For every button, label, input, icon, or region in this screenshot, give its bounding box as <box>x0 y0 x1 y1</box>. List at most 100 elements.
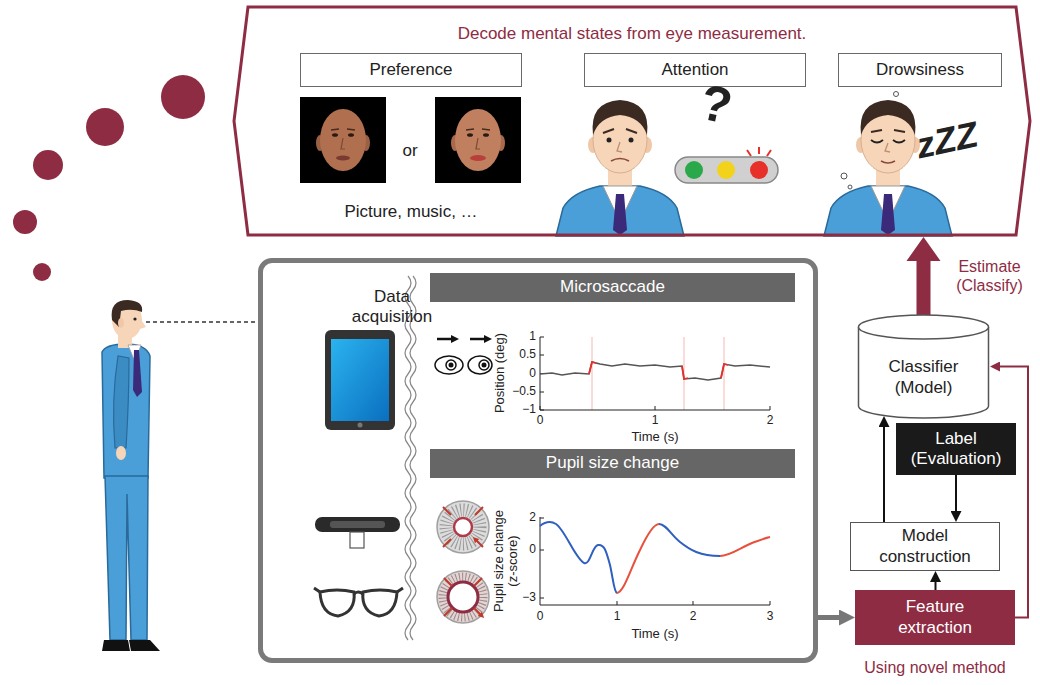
standing-man <box>105 476 148 640</box>
tablet-device <box>325 330 395 430</box>
category-box: Preference <box>300 53 522 87</box>
pupil-chart <box>540 517 770 605</box>
eye-tracker-glasses <box>354 592 363 594</box>
standing-man <box>146 321 255 323</box>
face-picture-b <box>476 138 480 149</box>
axis-title: Position (deg) <box>493 333 508 413</box>
microsaccade-chart <box>540 362 770 380</box>
axis-title: Time (s) <box>631 430 678 445</box>
model-cylinder: Classifier (Model) <box>857 313 990 420</box>
pupil-chart <box>540 517 770 605</box>
face-picture-a <box>300 97 386 183</box>
pupil-chart <box>659 524 720 556</box>
pupil-chart <box>617 524 659 593</box>
cylinder-outline <box>859 327 989 418</box>
drowsy-man <box>881 161 895 163</box>
traffic-light <box>685 161 703 179</box>
category-label: Drowsiness <box>876 60 964 80</box>
face-picture-b <box>483 133 489 137</box>
flow-arrow <box>818 615 839 620</box>
axis-title: Pupil size change (z-score) <box>492 505 520 617</box>
eye-tracker-glasses <box>363 590 397 616</box>
category-box: Attention <box>584 53 806 87</box>
attention-man <box>613 194 627 235</box>
banner-title: Decode mental states from eye measuremen… <box>232 24 1032 44</box>
drowsy-man <box>885 143 890 152</box>
standing-man <box>112 301 142 339</box>
thought-bubbles <box>86 108 124 146</box>
box-label: Model construction <box>869 526 981 567</box>
tick-label: −3 <box>522 591 536 605</box>
face-picture-b <box>455 109 501 171</box>
axis-title: Time (s) <box>631 627 678 642</box>
microsaccade-icons <box>446 360 456 370</box>
eye-tracker-bar <box>330 521 385 528</box>
microsaccade-icons <box>468 356 492 374</box>
attention-man <box>556 186 684 236</box>
thought-bubbles <box>161 75 205 119</box>
acquisition-panel: Data acquisitionMicrosaccadePupil size c… <box>258 258 818 663</box>
pupil-icons <box>437 501 489 553</box>
microsaccade-icons <box>435 356 463 374</box>
tick-label: 0 <box>537 414 544 428</box>
microsaccade-icons <box>479 360 489 370</box>
tick-label: 0 <box>529 543 536 557</box>
microsaccade-chart <box>540 337 770 410</box>
standing-man <box>118 318 124 328</box>
eye-tracker-bar <box>315 517 400 532</box>
pupil-icons <box>437 571 489 623</box>
traffic-light <box>747 147 771 156</box>
eye-tracker-glasses <box>314 588 403 592</box>
microsaccade-icons <box>435 339 492 374</box>
microsaccade-icons <box>437 338 455 341</box>
standing-man <box>116 446 126 460</box>
feature-box: Feature extractionUsing novel method <box>855 590 1015 645</box>
attention-man <box>603 129 637 133</box>
face-picture-b <box>467 133 473 137</box>
caption-text: Using novel method <box>825 658 1040 677</box>
tick-label: 1 <box>529 330 536 344</box>
panel-heading: Data acquisition <box>342 287 442 328</box>
attention-man <box>617 142 622 152</box>
flow-arrow <box>883 427 885 522</box>
face-picture-a <box>348 133 354 137</box>
attention-man <box>629 138 634 143</box>
standing-man <box>133 350 142 397</box>
microsaccade-chart <box>592 337 724 410</box>
microsaccade-chart <box>540 337 770 410</box>
attention-man <box>556 100 684 236</box>
pupil-icons <box>454 518 472 536</box>
face-picture-b <box>435 97 521 183</box>
tick-label: 1 <box>652 414 659 428</box>
pupil-icons <box>443 577 483 617</box>
standing-man <box>102 300 255 651</box>
microsaccade-chart <box>540 337 770 410</box>
wavy-separator <box>410 276 416 640</box>
face-picture-a <box>336 156 350 161</box>
edge-label: Estimate (Classify) <box>948 257 1032 295</box>
drowsy-man <box>861 100 916 135</box>
cylinder-outline <box>859 315 989 339</box>
wavy-separator <box>405 276 416 640</box>
standing-man <box>140 318 146 329</box>
label-box: Label (Evaluation) <box>896 423 1016 475</box>
question-mark: ? <box>695 74 737 137</box>
pupil-chart <box>540 522 617 593</box>
connector-word: or <box>402 141 417 161</box>
thought-bubbles <box>13 75 205 281</box>
traffic-light <box>717 161 735 179</box>
drowsy-man <box>824 186 952 236</box>
traffic-light <box>750 161 768 179</box>
standing-man <box>114 356 129 448</box>
box-label: Label (Evaluation) <box>904 429 1008 470</box>
standing-man <box>102 344 150 478</box>
section-bar: Microsaccade <box>430 273 795 302</box>
tick-label: 3 <box>767 610 774 624</box>
attention-man <box>607 138 612 143</box>
attention-man <box>593 100 648 135</box>
pupil-icons <box>448 582 478 612</box>
drowsy-man <box>894 92 899 97</box>
pupil-icons <box>437 501 489 623</box>
